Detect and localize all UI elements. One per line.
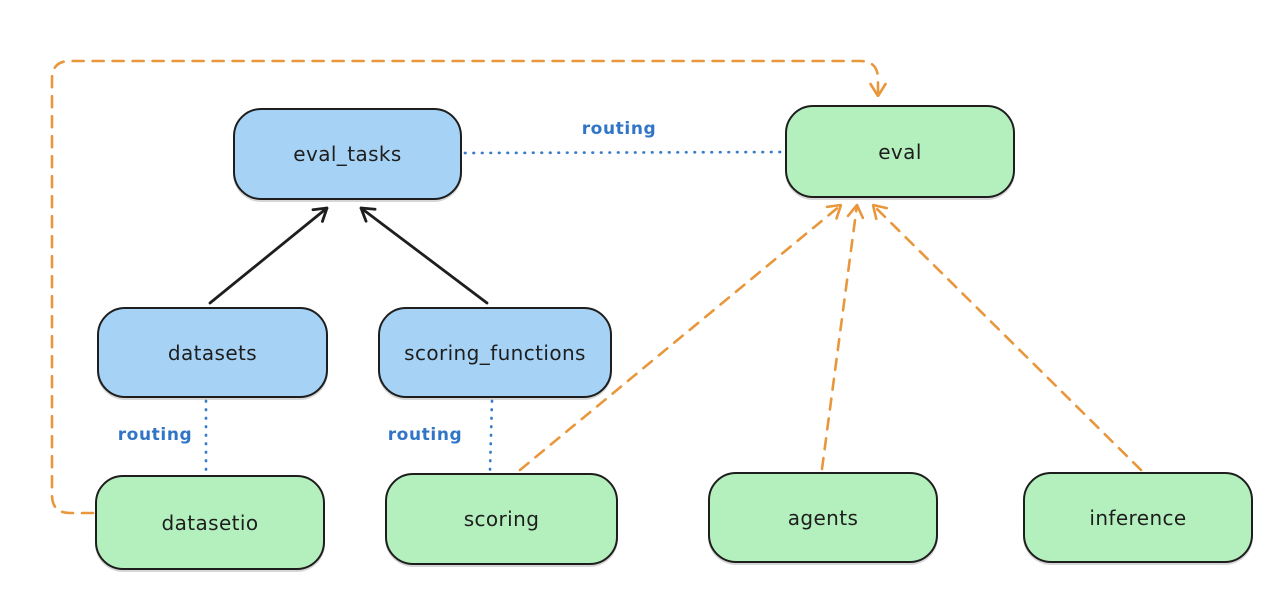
edge-eval-tasks-to-eval — [463, 150, 785, 155]
node-label: eval_tasks — [293, 142, 402, 166]
edge-label-routing-scoring-functions-scoring: routing — [387, 425, 463, 445]
node-agents: agents — [708, 472, 938, 563]
node-datasets: datasets — [97, 307, 328, 398]
edge-datasetio-to-eval — [50, 59, 878, 515]
node-scoring: scoring — [385, 473, 618, 565]
edge-inference-to-eval — [871, 203, 1143, 472]
edge-label-routing-datasets-datasetio: routing — [117, 425, 193, 445]
node-scoring-functions: scoring_functions — [378, 307, 612, 398]
node-label: datasets — [167, 340, 258, 365]
node-label: datasetio — [161, 510, 259, 535]
edge-datasets-to-eval-tasks — [208, 206, 329, 305]
edge-agents-to-eval — [820, 203, 857, 471]
node-label: scoring_functions — [404, 340, 586, 365]
node-label: eval — [878, 139, 922, 164]
node-label: agents — [787, 505, 859, 530]
node-datasetio: datasetio — [95, 475, 325, 570]
node-label: scoring — [463, 507, 540, 531]
node-inference: inference — [1023, 472, 1253, 563]
node-label: inference — [1089, 505, 1187, 530]
node-eval: eval — [785, 105, 1015, 198]
edge-scoring-to-eval — [518, 203, 843, 472]
edge-scoring-functions-to-eval-tasks — [359, 206, 489, 305]
edge-label-routing-eval-tasks-eval: routing — [581, 119, 657, 139]
edge-scoring-functions-to-scoring — [488, 399, 494, 472]
node-eval-tasks: eval_tasks — [233, 108, 462, 200]
